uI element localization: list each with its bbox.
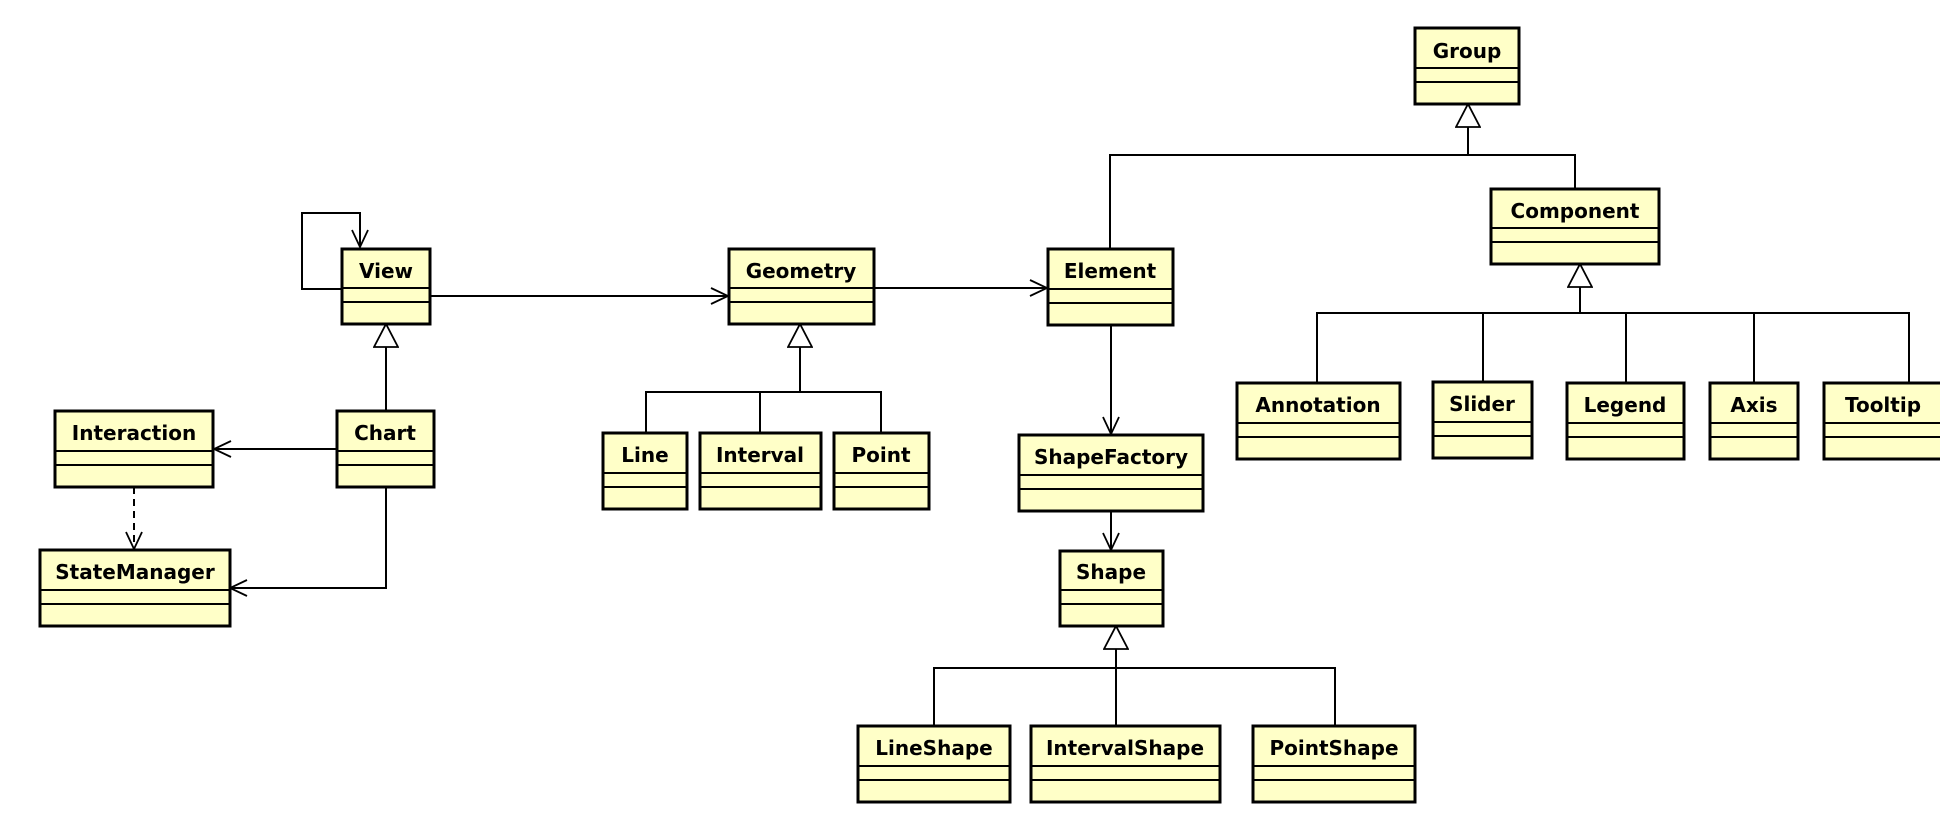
class-name-group: Group <box>1433 39 1502 63</box>
component-generalization-tree <box>1316 264 1910 382</box>
class-annotation[interactable]: Annotation <box>1235 381 1402 461</box>
class-line-shape[interactable]: LineShape <box>856 724 1012 804</box>
class-component[interactable]: Component <box>1489 187 1661 266</box>
class-name-line: Line <box>621 443 668 467</box>
class-name-axis: Axis <box>1730 393 1777 417</box>
class-legend[interactable]: Legend <box>1565 381 1686 461</box>
class-shape-factory[interactable]: ShapeFactory <box>1017 433 1205 513</box>
class-name-interval: Interval <box>716 443 804 467</box>
class-point[interactable]: Point <box>832 431 931 511</box>
class-name-component: Component <box>1511 199 1640 223</box>
class-element[interactable]: Element <box>1046 247 1175 327</box>
class-name-element: Element <box>1064 259 1157 283</box>
class-view[interactable]: View <box>340 247 432 326</box>
classes: Group Component View Geometry Element <box>38 26 1940 804</box>
class-interval-shape[interactable]: IntervalShape <box>1029 724 1222 804</box>
class-name-geometry: Geometry <box>746 259 857 283</box>
class-chart[interactable]: Chart <box>335 409 436 489</box>
class-tooltip[interactable]: Tooltip <box>1822 381 1940 461</box>
shape-generalization-tree <box>933 626 1336 725</box>
group-generalization-tree <box>1109 104 1576 249</box>
class-slider[interactable]: Slider <box>1431 380 1534 460</box>
class-name-interaction: Interaction <box>72 421 196 445</box>
class-name-point-shape: PointShape <box>1269 736 1398 760</box>
geometry-generalization-tree <box>645 324 882 433</box>
class-name-point: Point <box>851 443 910 467</box>
class-name-shape-factory: ShapeFactory <box>1034 445 1188 469</box>
class-name-line-shape: LineShape <box>875 736 992 760</box>
class-name-interval-shape: IntervalShape <box>1046 736 1204 760</box>
class-interval[interactable]: Interval <box>698 431 823 511</box>
class-state-manager[interactable]: StateManager <box>38 548 232 628</box>
class-name-shape: Shape <box>1076 560 1146 584</box>
chart-statemanager-association <box>230 487 387 588</box>
class-interaction[interactable]: Interaction <box>53 409 215 489</box>
relationship-lines <box>134 104 1910 725</box>
class-name-annotation: Annotation <box>1255 393 1380 417</box>
class-name-tooltip: Tooltip <box>1845 393 1921 417</box>
class-geometry[interactable]: Geometry <box>727 247 876 326</box>
class-line[interactable]: Line <box>601 431 689 511</box>
view-self-composition <box>301 212 360 289</box>
class-name-slider: Slider <box>1449 392 1515 416</box>
class-shape[interactable]: Shape <box>1058 549 1165 628</box>
class-name-chart: Chart <box>354 421 416 445</box>
class-point-shape[interactable]: PointShape <box>1251 724 1417 804</box>
class-name-view: View <box>359 259 413 283</box>
class-name-legend: Legend <box>1584 393 1667 417</box>
class-axis[interactable]: Axis <box>1708 381 1800 461</box>
class-group[interactable]: Group <box>1413 26 1521 106</box>
class-name-state-manager: StateManager <box>55 560 215 584</box>
